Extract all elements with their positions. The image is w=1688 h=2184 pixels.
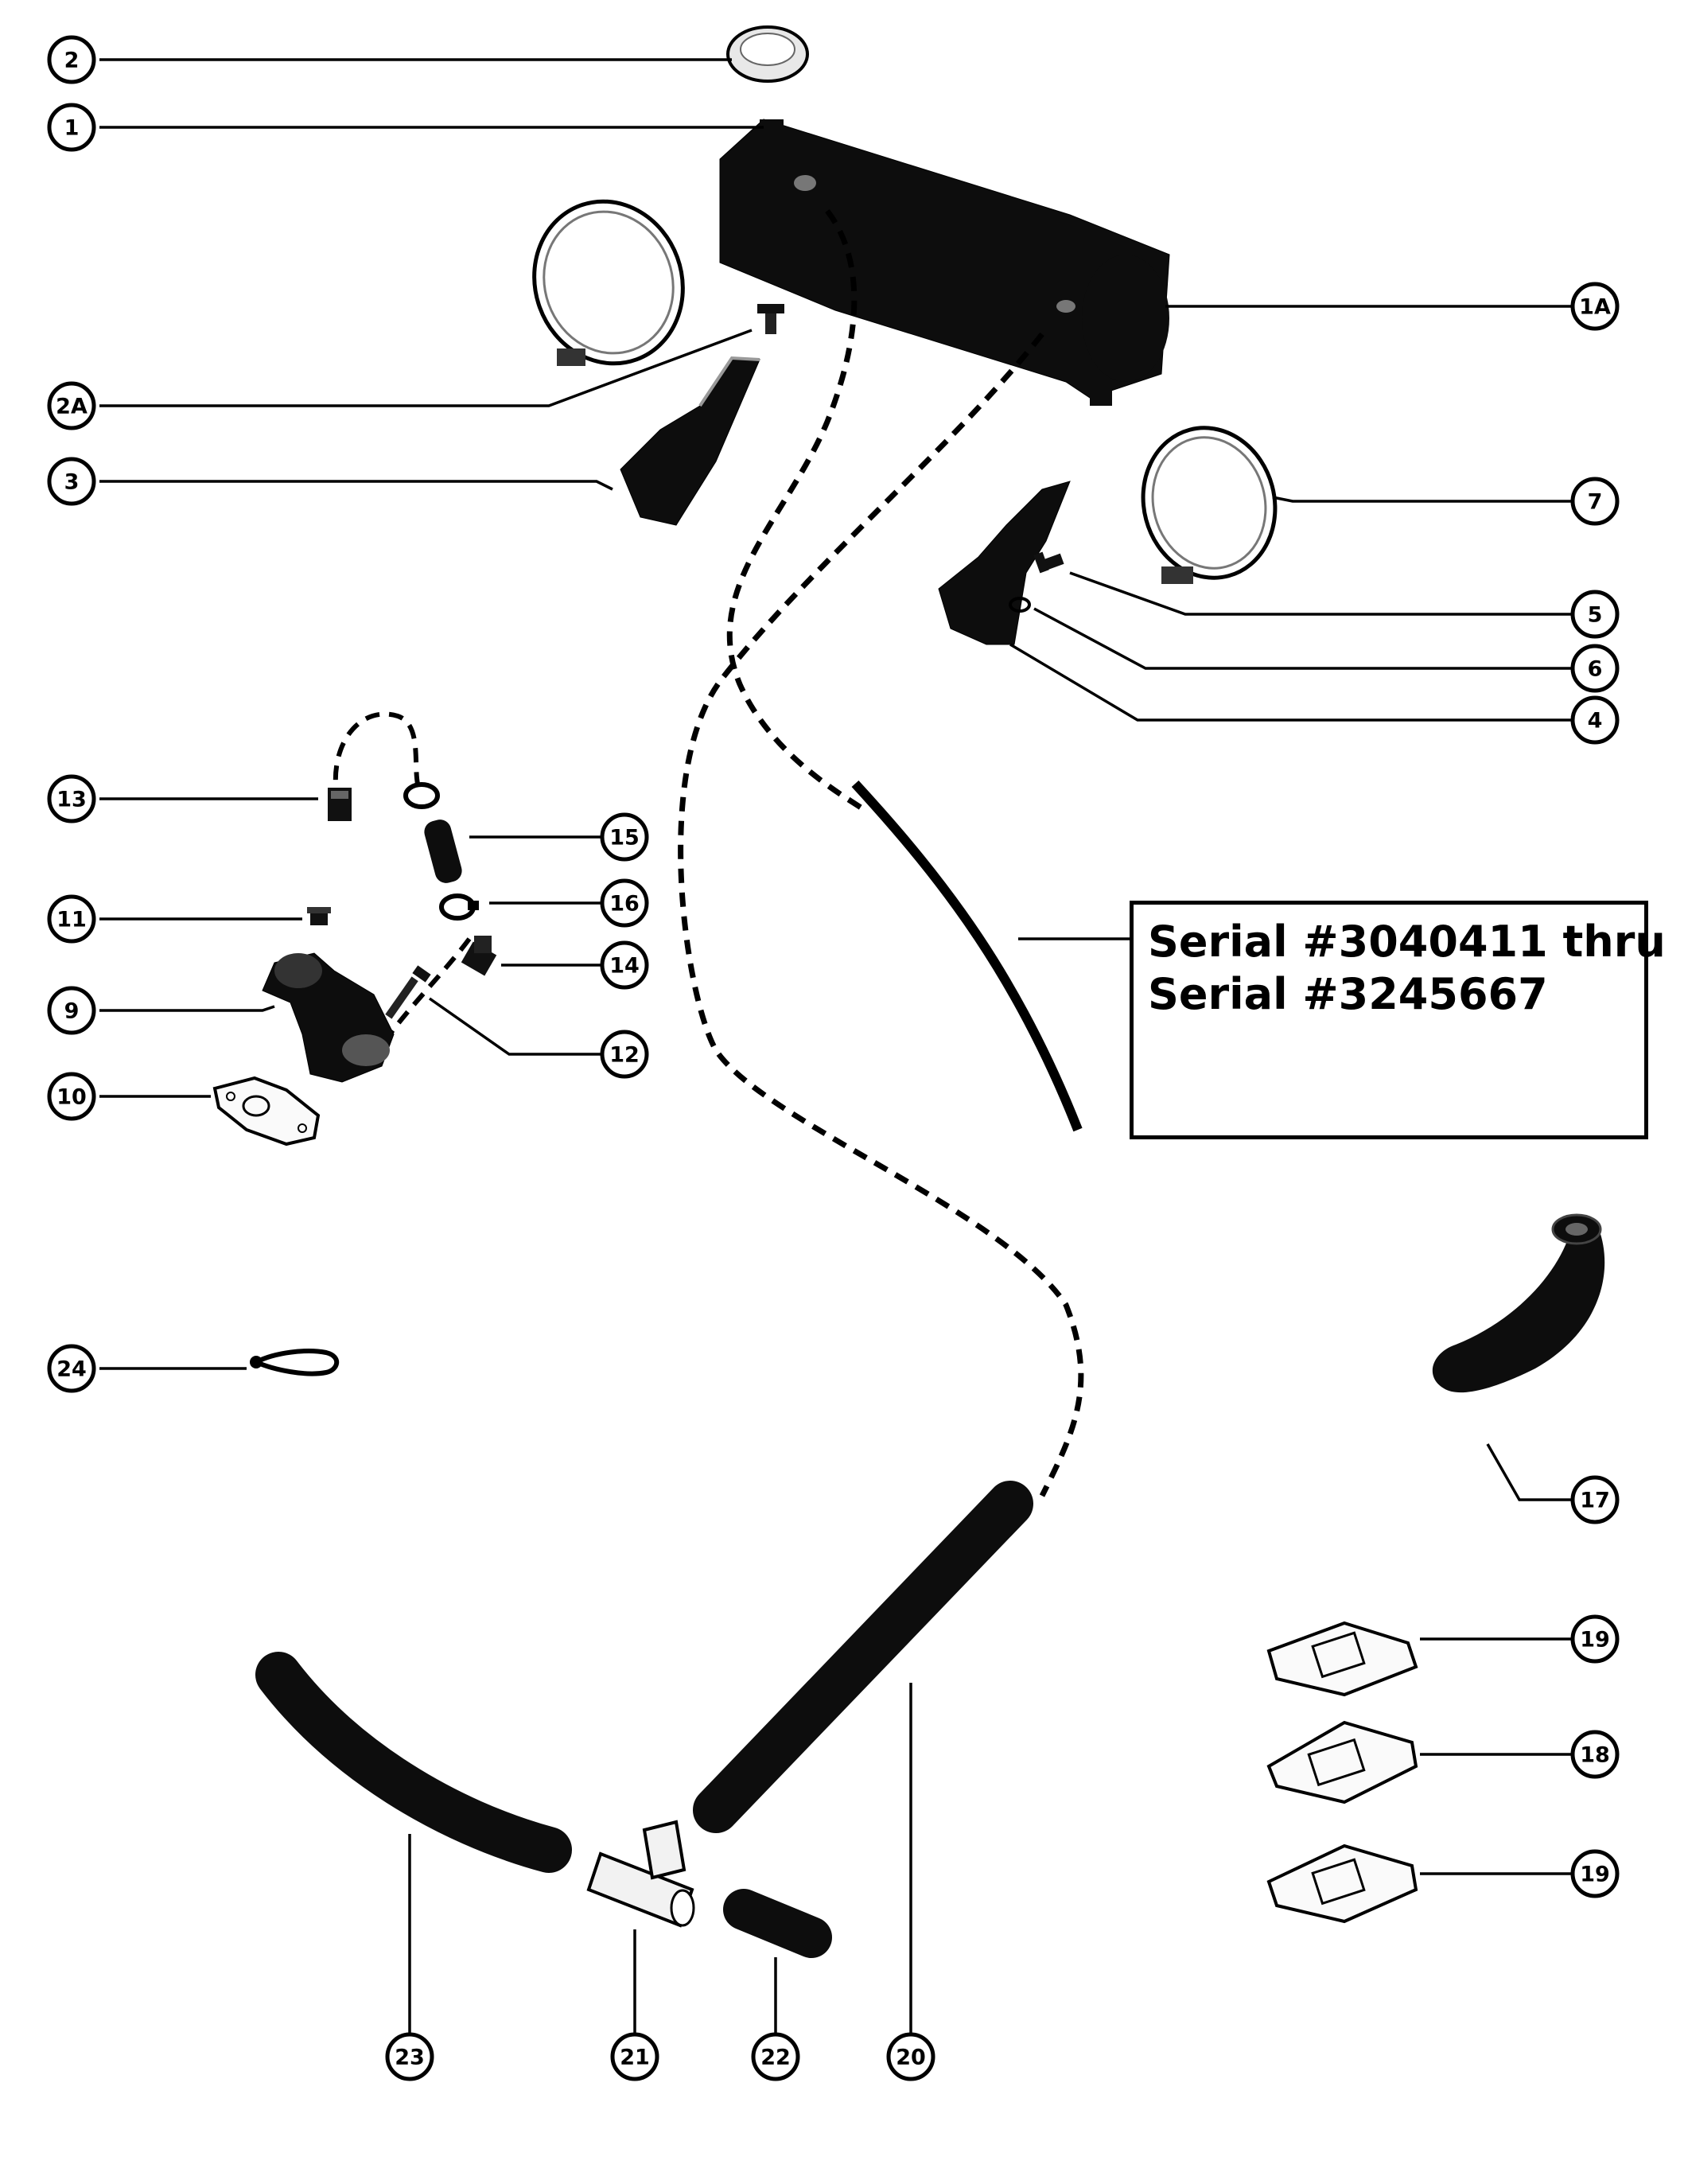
hose-dashed-upper — [726, 208, 869, 814]
part-19-gasket-lower — [1266, 1843, 1418, 1924]
part-small-clamp-upper — [403, 782, 440, 809]
svg-text:23: 23 — [395, 2046, 425, 2070]
callout-15: 15 — [600, 812, 649, 862]
part-18-gasket — [1266, 1720, 1418, 1804]
callout-19-lower: 19 — [1570, 1849, 1620, 1898]
part-17-hose — [1432, 1213, 1605, 1393]
callout-20: 20 — [886, 2032, 935, 2081]
callout-24: 24 — [47, 1344, 96, 1393]
callout-5: 5 — [1570, 590, 1620, 639]
part-21-tee — [586, 1820, 695, 1928]
part-16-clamp — [439, 893, 479, 921]
part-13-fitting — [328, 788, 352, 821]
svg-text:17: 17 — [1580, 1489, 1610, 1513]
svg-text:19: 19 — [1580, 1628, 1610, 1653]
callout-21: 21 — [610, 2032, 659, 2081]
part-10-gasket — [212, 1076, 321, 1147]
svg-text:15: 15 — [609, 826, 640, 851]
svg-text:19: 19 — [1580, 1863, 1610, 1887]
svg-text:4: 4 — [1588, 709, 1603, 734]
part-8-hose — [851, 780, 1083, 1132]
svg-text:5: 5 — [1588, 603, 1603, 628]
svg-text:10: 10 — [56, 1085, 87, 1110]
callout-23: 23 — [385, 2032, 434, 2081]
callout-17: 17 — [1570, 1475, 1620, 1524]
part-7-clamp — [1141, 426, 1278, 584]
hose-dashed-right — [678, 332, 1084, 1497]
svg-text:2: 2 — [64, 49, 80, 73]
callout-1: 1 — [47, 103, 96, 152]
svg-text:2A: 2A — [56, 395, 88, 419]
part-2-cap — [726, 25, 809, 83]
svg-text:9: 9 — [64, 999, 80, 1024]
part-24-tie — [250, 1349, 340, 1376]
part-12-screw — [385, 965, 431, 1019]
part-9-housing — [262, 952, 395, 1083]
callout-7: 7 — [1570, 477, 1620, 526]
part-6-washer — [1009, 597, 1031, 613]
svg-text:18: 18 — [1580, 1743, 1610, 1768]
part-2A-bolt — [757, 304, 784, 334]
callout-11: 11 — [47, 894, 96, 944]
serial-range-note: Serial #3040411 thru Serial #3245667 — [1130, 901, 1666, 1139]
callout-14: 14 — [600, 940, 649, 990]
callout-16: 16 — [600, 878, 649, 928]
callout-18: 18 — [1570, 1730, 1620, 1779]
callout-2: 2 — [47, 35, 96, 84]
part-19-gasket-upper — [1266, 1621, 1418, 1697]
part-3-bracket — [620, 356, 760, 526]
callout-12: 12 — [600, 1030, 649, 1079]
part-11-plug — [307, 907, 331, 925]
svg-text:1A: 1A — [1579, 295, 1611, 320]
part-23-hose — [255, 1652, 572, 1873]
part-5-screw — [1033, 551, 1064, 574]
svg-text:11: 11 — [56, 908, 87, 932]
hose-dashed-fitting — [387, 937, 472, 1036]
svg-text:1: 1 — [64, 116, 80, 141]
callout-13: 13 — [47, 774, 96, 823]
part-clamp-upper — [532, 199, 685, 366]
callout-9: 9 — [47, 986, 96, 1035]
part-1-cylinder — [719, 119, 1170, 406]
callout-3: 3 — [47, 457, 96, 506]
part-22-hose — [723, 1889, 832, 1958]
svg-text:22: 22 — [760, 2046, 791, 2070]
part-15-hose — [424, 819, 462, 883]
leader-lines — [99, 58, 1571, 2033]
svg-text:14: 14 — [609, 954, 640, 979]
hose-dashed-small — [333, 711, 420, 804]
callout-6: 6 — [1570, 644, 1620, 693]
callout-2A: 2A — [47, 381, 96, 430]
part-4-bracket — [938, 481, 1071, 645]
svg-text:21: 21 — [620, 2046, 650, 2070]
callout-10: 10 — [47, 1072, 96, 1121]
svg-text:20: 20 — [896, 2046, 926, 2070]
serial-note-line-1: Serial #3040411 thru — [1148, 917, 1666, 967]
callout-1A: 1A — [1570, 282, 1620, 331]
part-20-hose — [693, 1481, 1033, 1833]
callout-22: 22 — [751, 2032, 800, 2081]
svg-text:13: 13 — [56, 788, 87, 812]
part-14-elbow — [461, 936, 497, 976]
callout-4: 4 — [1570, 695, 1620, 745]
serial-note-line-2: Serial #3245667 — [1148, 969, 1548, 1019]
svg-text:6: 6 — [1588, 657, 1603, 682]
callout-19-upper: 19 — [1570, 1614, 1620, 1664]
svg-text:3: 3 — [64, 470, 80, 495]
svg-text:16: 16 — [609, 892, 640, 917]
svg-text:7: 7 — [1588, 490, 1603, 515]
svg-text:12: 12 — [609, 1043, 640, 1068]
svg-text:24: 24 — [56, 1357, 87, 1382]
